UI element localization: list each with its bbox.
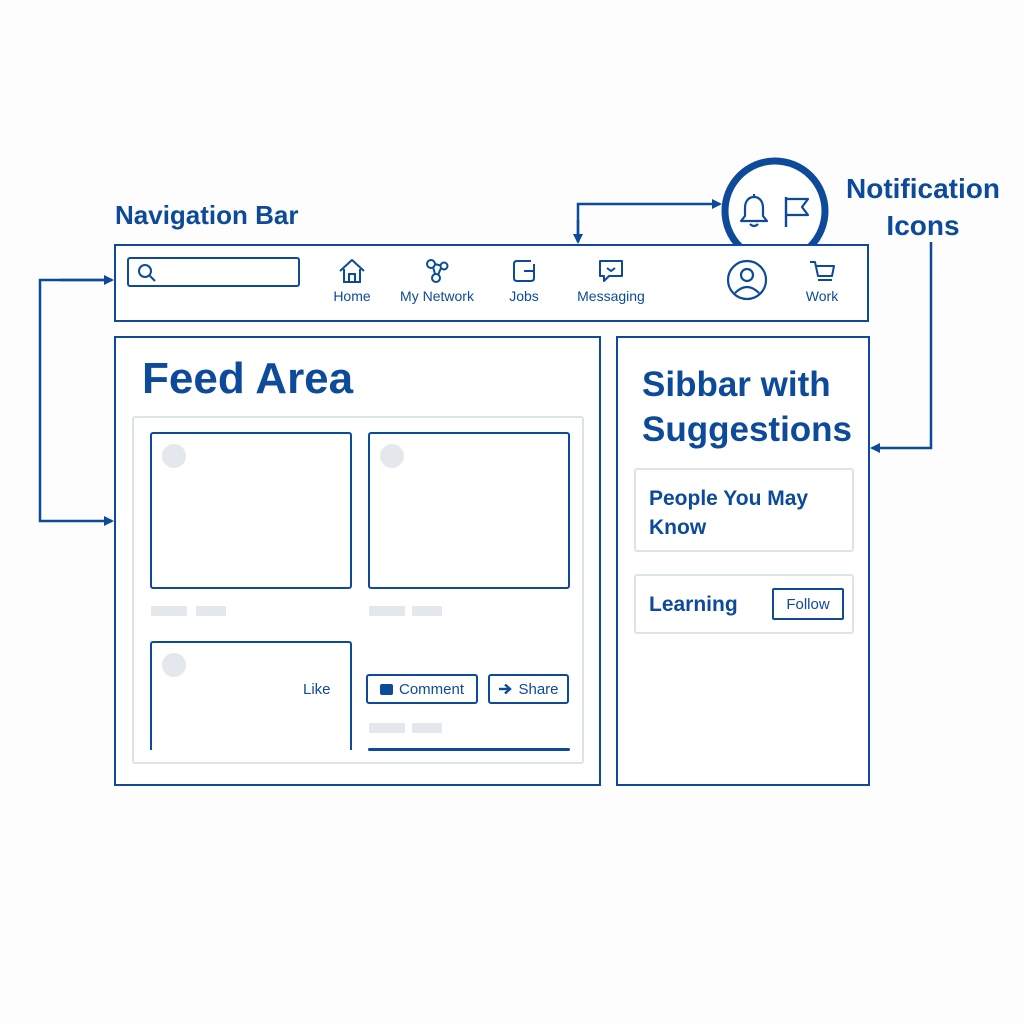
nav-item-work[interactable]: Work [800, 258, 844, 304]
navigation-bar-label: Navigation Bar [115, 200, 299, 230]
suggestion-card-people[interactable]: People You May Know [634, 468, 854, 552]
flag-icon[interactable] [782, 195, 812, 229]
placeholder-text [151, 606, 187, 616]
feed-post[interactable]: Like [150, 641, 352, 750]
nav-label-home: Home [333, 288, 371, 304]
share-button[interactable]: Share [488, 674, 569, 704]
notification-icons-label: Notification Icons [838, 170, 1008, 244]
bell-icon[interactable] [738, 193, 770, 229]
suggestions-sidebar: Sibbar with Suggestions People You May K… [616, 336, 870, 786]
nav-label-my-network: My Network [400, 288, 474, 304]
home-icon [339, 259, 365, 283]
like-button[interactable]: Like [303, 681, 331, 698]
placeholder-text [369, 723, 405, 733]
comment-label: Comment [398, 680, 465, 698]
cart-icon [810, 261, 835, 281]
share-arrow-icon [499, 683, 513, 695]
avatar [162, 653, 186, 677]
nav-label-messaging: Messaging [577, 288, 645, 304]
navigation-bar: Home My Network Jobs Messaging [114, 244, 869, 322]
notification-connector [576, 199, 722, 242]
feed-post[interactable] [150, 432, 352, 589]
share-label: Share [518, 680, 559, 698]
comment-button[interactable]: Comment [366, 674, 478, 704]
feed-title: Feed Area [142, 354, 354, 403]
feed-post-edge [368, 748, 570, 751]
placeholder-text [412, 723, 442, 733]
notification-label-line2: Icons [886, 210, 960, 241]
feed-area: Feed Area Like Comment Share [114, 336, 601, 786]
nav-label-jobs: Jobs [509, 288, 539, 304]
nav-item-jobs[interactable]: Jobs [502, 258, 546, 304]
card-title-learning: Learning [649, 593, 738, 616]
avatar [162, 444, 186, 468]
sidebar-connector [870, 242, 933, 453]
placeholder-text [196, 606, 226, 616]
avatar [380, 444, 404, 468]
placeholder-text [412, 606, 442, 616]
nav-item-messaging[interactable]: Messaging [572, 258, 650, 304]
sidebar-title: Sibbar with Suggestions [642, 365, 853, 449]
network-icon [426, 259, 449, 283]
placeholder-text [369, 606, 405, 616]
nav-item-my-network[interactable]: My Network [394, 258, 480, 304]
notification-label-line1: Notification [846, 173, 1000, 204]
message-icon [599, 260, 623, 282]
feed-container: Like Comment Share [132, 416, 584, 764]
suggestion-card-learning[interactable]: Learning Follow [634, 574, 854, 634]
search-icon [138, 264, 156, 282]
follow-button[interactable]: Follow [772, 588, 844, 620]
briefcase-icon [513, 260, 535, 282]
feed-post[interactable] [368, 432, 570, 589]
user-avatar-icon[interactable] [726, 259, 768, 301]
card-title-people: People You May Know [649, 487, 809, 539]
search-input[interactable] [127, 257, 300, 287]
nav-label-work: Work [805, 288, 839, 304]
comment-icon [379, 683, 393, 695]
nav-feed-connector [38, 278, 114, 526]
nav-item-home[interactable]: Home [328, 258, 376, 304]
